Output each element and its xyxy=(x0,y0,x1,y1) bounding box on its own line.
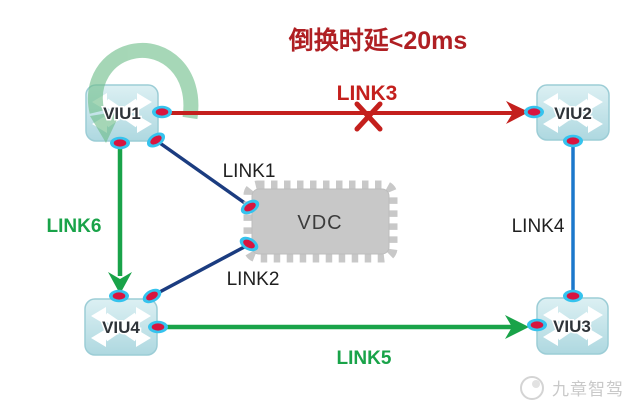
link-link5-line xyxy=(161,315,529,339)
link-label-link6: LINK6 xyxy=(47,216,102,237)
port xyxy=(152,105,172,119)
link-link3-line xyxy=(164,101,529,132)
port xyxy=(109,289,129,303)
node-label-viu3: VIU3 xyxy=(553,317,591,336)
link-link2-line xyxy=(153,243,249,297)
chip-body xyxy=(251,188,390,255)
link-label-link2: LINK2 xyxy=(227,269,280,290)
chip-label: VDC xyxy=(297,212,342,234)
port xyxy=(148,320,168,334)
port xyxy=(524,105,544,119)
link-link1-line xyxy=(155,139,251,208)
port xyxy=(527,318,547,332)
link-label-link4: LINK4 xyxy=(512,216,565,237)
switchover-delay-title: 倒换时延<20ms xyxy=(288,27,468,55)
vdc-chip: VDC xyxy=(243,180,398,263)
port xyxy=(563,289,583,303)
arrowhead-icon xyxy=(506,101,529,124)
arrowhead-icon xyxy=(108,272,132,294)
port xyxy=(110,136,130,150)
link-failure-x-icon xyxy=(354,101,383,132)
watermark-logo-dot xyxy=(532,380,540,388)
node-label-viu2: VIU2 xyxy=(554,104,592,123)
link-label-link1: LINK1 xyxy=(223,161,276,182)
port xyxy=(563,134,583,148)
link-label-link5: LINK5 xyxy=(337,348,392,369)
node-label-viu1: VIU1 xyxy=(103,104,141,123)
watermark-text: 九章智驾 xyxy=(552,380,624,399)
link-label-link3: LINK3 xyxy=(337,82,398,105)
failover-rotate-arrow-icon xyxy=(87,42,199,143)
link-link6-line xyxy=(108,147,132,294)
watermark-logo-icon xyxy=(520,376,544,400)
arrowhead-icon xyxy=(505,315,529,339)
watermark: 九章智驾 xyxy=(520,376,624,400)
node-label-viu4: VIU4 xyxy=(102,318,140,337)
